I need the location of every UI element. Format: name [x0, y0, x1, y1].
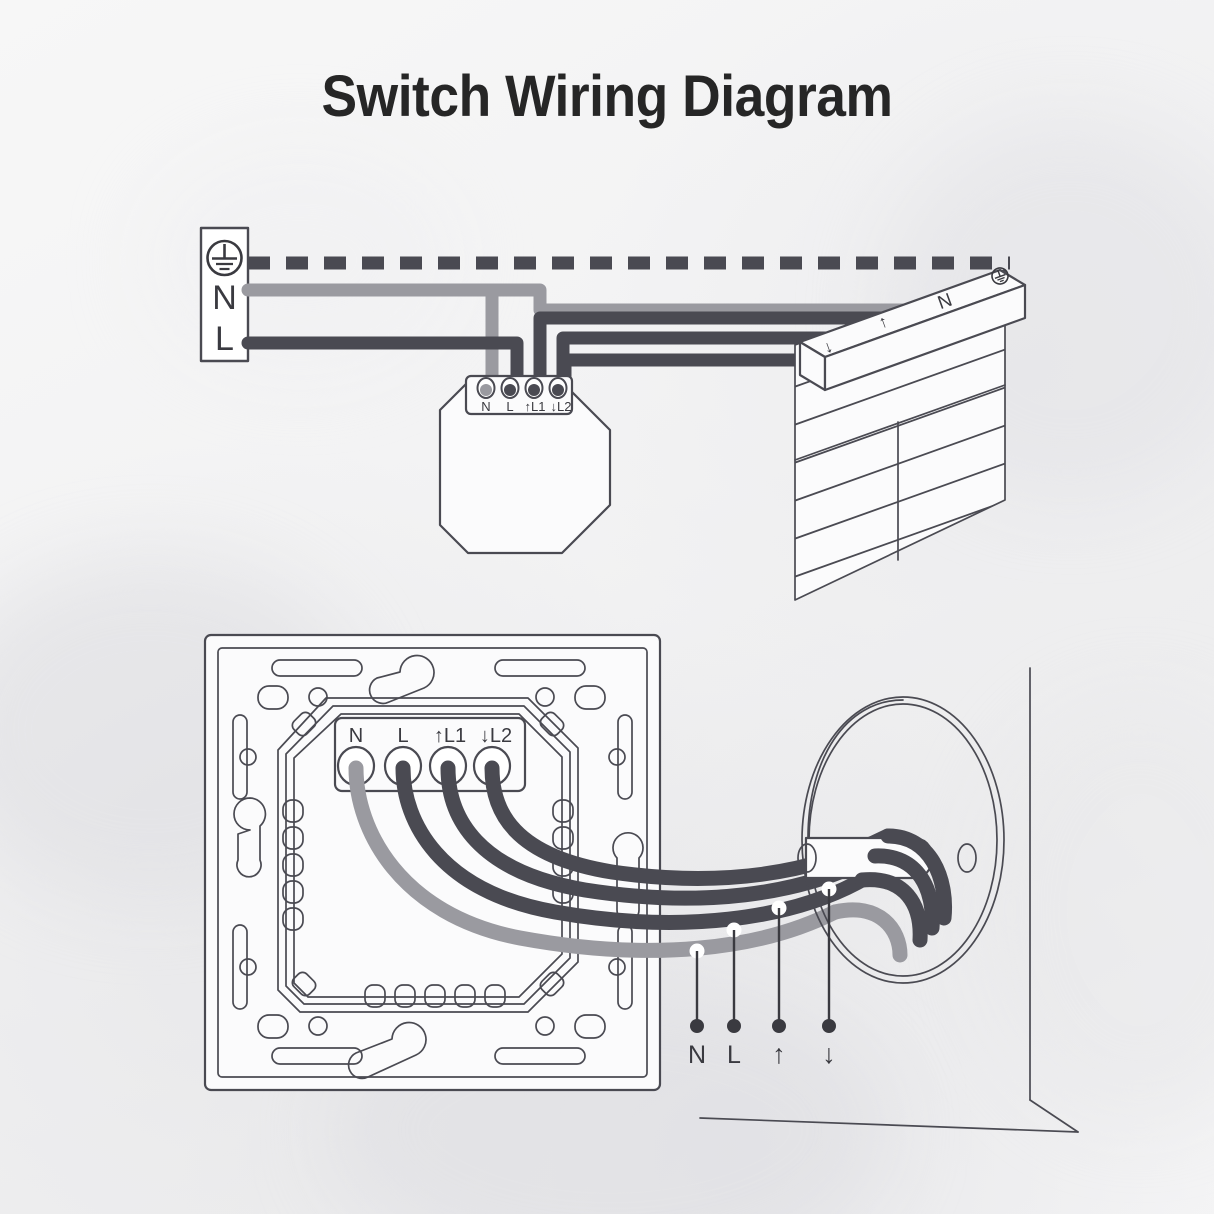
callout-dot-l — [727, 1019, 741, 1033]
switch-terminal-label-l2: ↓L2 — [480, 725, 512, 747]
callout-label-l: L — [727, 1041, 741, 1069]
page-title: Switch Wiring Diagram — [321, 64, 893, 129]
relay-terminal-label-l: L — [506, 399, 513, 414]
mains-label-l: L — [215, 320, 234, 358]
motor-earth-ground-icon — [991, 267, 1009, 285]
wall-edge — [699, 667, 1079, 1133]
callout-group: N L ↑ ↓ — [688, 881, 837, 1069]
callout-label-down-arrow: ↓ — [822, 1039, 836, 1069]
callout-dot-up — [772, 1019, 786, 1033]
wall-box-wire-entry — [827, 828, 953, 963]
switch-claw-teeth-bottom — [364, 984, 506, 1008]
relay-terminal-label-l2: ↓L2 — [551, 399, 572, 414]
motor-control-wire-up — [533, 311, 942, 392]
mains-label-n: N — [212, 279, 237, 317]
roller-blind-motor-header[interactable]: N ↑ ↓ — [798, 266, 1027, 392]
earth-ground-icon — [206, 239, 243, 277]
switch-terminal-label-l1: ↑L1 — [434, 725, 466, 747]
mains-terminal-block: N L — [199, 226, 250, 363]
switch-claw-teeth-left — [282, 799, 304, 931]
relay-terminal-label-l1: ↑L1 — [525, 399, 546, 414]
motor-header-markings: N ↑ ↓ — [821, 290, 955, 358]
callout-label-up-arrow: ↑ — [772, 1039, 786, 1069]
switch-terminal-label-l: L — [397, 725, 408, 747]
relay-terminal-sockets[interactable] — [476, 377, 568, 399]
switch-terminal-block[interactable]: N L ↑L1 ↓L2 — [333, 716, 527, 793]
supply-wire-live — [241, 336, 524, 392]
switch-terminal-label-n: N — [349, 725, 363, 747]
motor-label-neutral: N — [935, 290, 955, 314]
callout-dot-n — [690, 1019, 704, 1033]
relay-terminal-label-n: N — [481, 399, 490, 414]
wall-switch-mounting-plate[interactable]: N L ↑L1 ↓L2 — [203, 633, 662, 1092]
callout-label-n: N — [688, 1041, 706, 1069]
callout-dot-down — [822, 1019, 836, 1033]
relay-module-top[interactable]: N L ↑L1 ↓L2 — [438, 374, 612, 555]
